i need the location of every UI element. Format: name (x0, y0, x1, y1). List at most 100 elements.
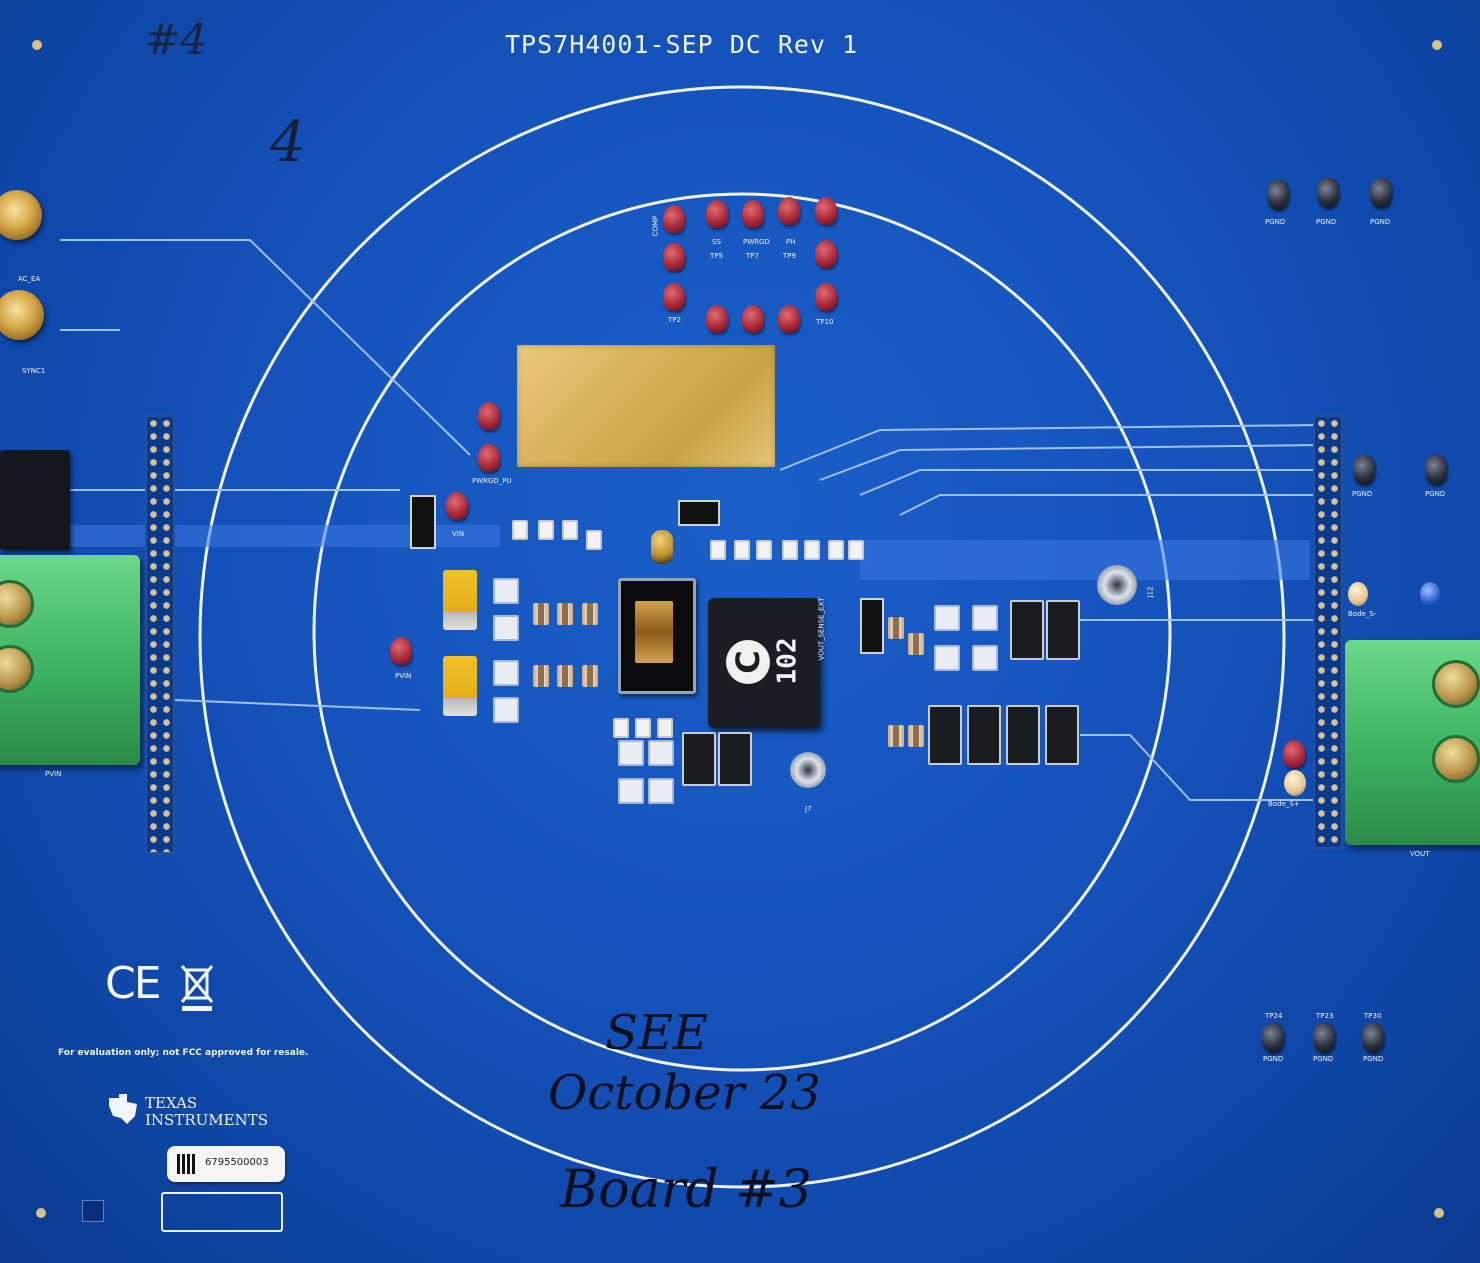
ic-die-window (635, 601, 673, 663)
label-tp2: TP2 (668, 316, 681, 324)
testpoint-tp14 (390, 637, 412, 665)
jumper-header-top (678, 500, 720, 526)
label-pwrgd: PWRGD (743, 238, 770, 246)
ic-tps7h4001 (618, 578, 696, 694)
ti-brand-line2: INSTRUMENTS (145, 1111, 268, 1129)
pin-header-right (1313, 415, 1343, 849)
diode-1 (682, 732, 716, 786)
input-cap-pad-3 (493, 660, 519, 686)
tantalum-cap-2 (443, 656, 477, 716)
mlcc-1 (533, 603, 549, 625)
testpoint-bode-minus (1348, 582, 1368, 606)
mounting-hole-br (1434, 1208, 1444, 1218)
trace-right-2 (819, 444, 1321, 481)
testpoint-vin-left (446, 492, 468, 520)
testpoint-pgnd-rm-2 (1425, 455, 1447, 485)
copper-plane-band-right (860, 540, 1310, 580)
tantalum-cap-1 (443, 570, 477, 630)
handwritten-mark-second: 4 (270, 110, 306, 175)
mlcc-2 (557, 603, 573, 625)
label-ph: PH (786, 238, 796, 246)
lower-pad-4 (648, 778, 674, 804)
sma-connector-sync1 (0, 290, 44, 340)
inner-ring (312, 192, 1172, 1072)
mounting-hole-tr (1432, 40, 1442, 50)
handwritten-line-3: Board #3 (560, 1160, 812, 1220)
trace-right-1 (779, 424, 1321, 471)
handwritten-mark-top: #4 (145, 15, 207, 64)
mlcc-5 (557, 665, 573, 687)
blank-label-box (161, 1192, 283, 1232)
output-cap-pad-2 (972, 605, 998, 631)
polymer-cap-1 (1010, 600, 1044, 660)
smd-part-c22 (710, 540, 726, 560)
smd-part-c2 (512, 520, 528, 540)
mlcc-3 (582, 603, 598, 625)
mlcc-out-3 (888, 725, 904, 747)
handwritten-line-2: October 23 (548, 1065, 821, 1121)
trace-out-2 (1080, 734, 1320, 801)
label-pgnd-tr-3: PGND (1370, 218, 1391, 226)
output-cap-pad-1 (934, 605, 960, 631)
black-screw-connector (0, 450, 70, 550)
testpoint-tp18-bode-plus (1284, 770, 1306, 796)
testpoint-ph (778, 197, 800, 225)
label-j7: J7 (805, 805, 812, 813)
handwritten-line-1: SEE (605, 1005, 708, 1061)
sma-connector-ac-ea (0, 190, 42, 240)
label-bode-minus: Bode_S- (1348, 610, 1377, 618)
diode-2 (718, 732, 752, 786)
electrolytic-cap (651, 530, 673, 564)
output-cap-pad-4 (972, 645, 998, 671)
testpoint-bottom-1 (706, 305, 728, 333)
mlcc-out-1 (888, 617, 904, 639)
testpoint-sync2 (778, 305, 800, 333)
label-pvin-terminal: PVIN (45, 770, 62, 778)
mlcc-4 (533, 665, 549, 687)
polymer-cap-4 (967, 705, 1001, 765)
testpoint-tp19-vout (1283, 740, 1305, 768)
serial-sticker: 6795500003 (167, 1146, 285, 1182)
trace-right-3 (859, 469, 1320, 496)
weee-bar (182, 1006, 212, 1011)
serial-qr-icon (177, 1154, 197, 1174)
testpoint-tp16 (478, 444, 500, 472)
testpoint-pwrgd (742, 200, 764, 228)
small-logo-square (82, 1200, 104, 1222)
testpoint-en (663, 283, 685, 311)
testpoint-tp30 (1362, 1023, 1384, 1053)
testpoint-pgnd-tr-2 (1317, 178, 1339, 208)
gold-shield-pad (517, 345, 775, 467)
polymer-cap-6 (1045, 705, 1079, 765)
pin-header-left (145, 415, 175, 854)
weee-bin-icon (180, 965, 214, 1011)
testpoint-pgnd-tr-3 (1370, 178, 1392, 208)
inductor-logo: C (726, 640, 770, 684)
ti-state-icon (109, 1094, 137, 1124)
label-pwrgd-pu: PWRGD_PU (472, 477, 512, 485)
testpoint-pgnd-top (815, 283, 837, 311)
label-vout-terminal: VOUT (1410, 850, 1430, 858)
polymer-cap-2 (1046, 600, 1080, 660)
mlcc-out-4 (908, 725, 924, 747)
label-tp7: TP7 (746, 252, 759, 260)
mlcc-6 (582, 665, 598, 687)
trace-left-2 (174, 699, 421, 711)
label-comp: COMP (651, 215, 660, 237)
ti-brand-line1: TEXAS (145, 1094, 198, 1112)
output-cap-pad-3 (934, 645, 960, 671)
jumper-vout-sense (860, 598, 884, 654)
lower-pad-1 (618, 740, 644, 766)
smd-part-r11 (848, 540, 864, 560)
power-inductor: C 102 (708, 598, 820, 728)
testpoint-vout (815, 240, 837, 268)
smd-part-r3 (657, 718, 673, 738)
testpoint-tp20 (478, 402, 500, 430)
label-pgnd-br-2: PGND (1313, 1055, 1334, 1063)
weee-cross-2 (180, 965, 214, 1003)
label-tp30: TP30 (1364, 1012, 1382, 1020)
ce-mark-icon: CE (105, 958, 162, 1009)
smd-part-r5 (734, 540, 750, 560)
probe-socket-j7 (790, 752, 826, 788)
